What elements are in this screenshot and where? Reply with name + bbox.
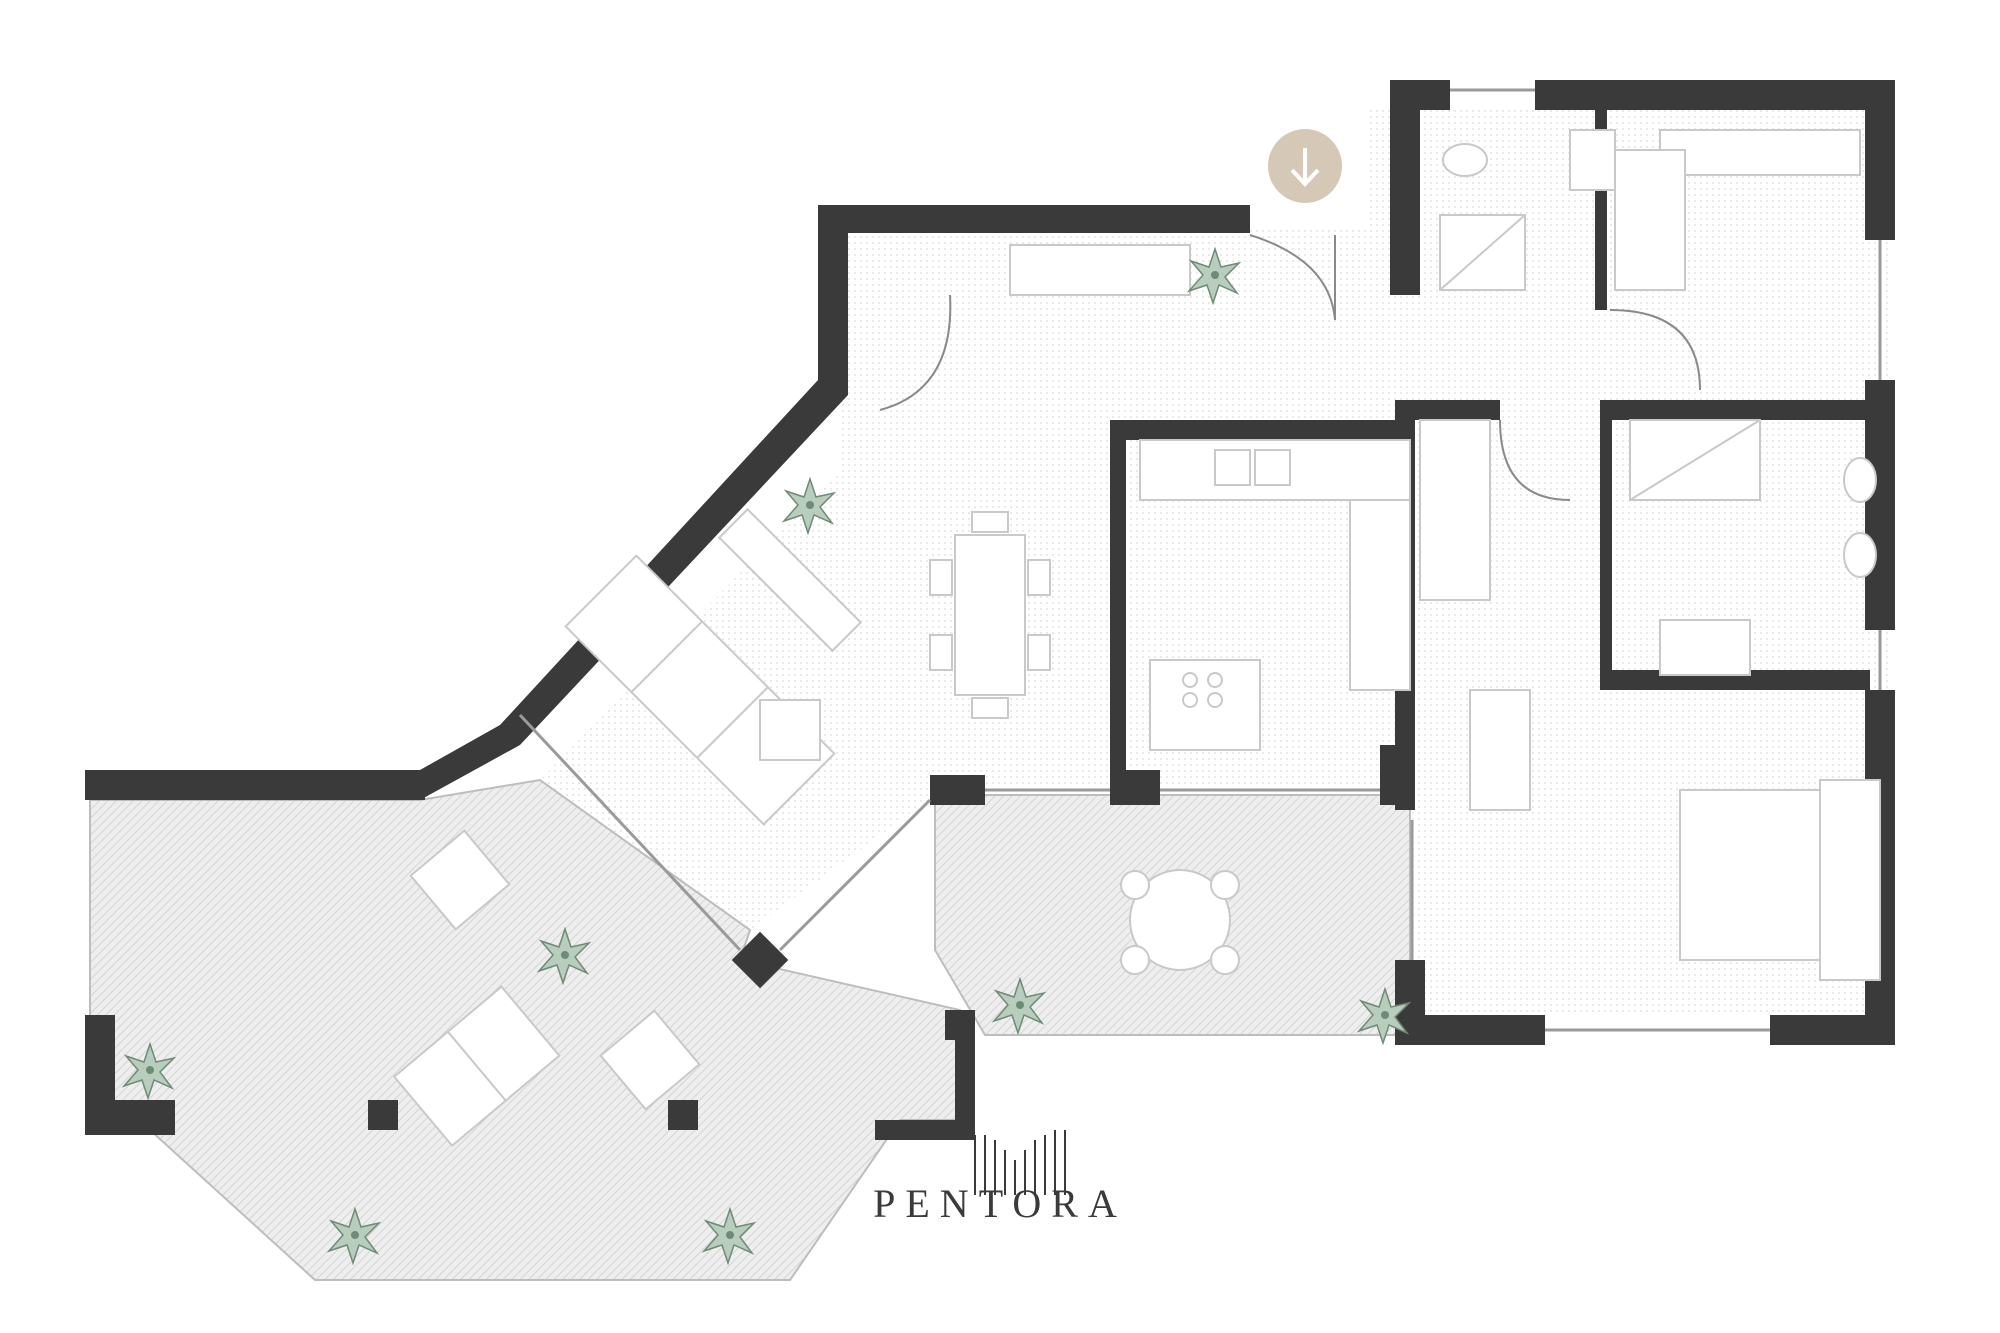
arrow-down-icon bbox=[1268, 129, 1342, 203]
interior-floor bbox=[540, 110, 1890, 1015]
doors bbox=[879, 234, 1701, 501]
pentora-logo-icon bbox=[974, 1130, 1066, 1195]
windows bbox=[518, 88, 1882, 1032]
brand-name: PENTORA bbox=[873, 1181, 1127, 1226]
furniture bbox=[392, 129, 1881, 1148]
